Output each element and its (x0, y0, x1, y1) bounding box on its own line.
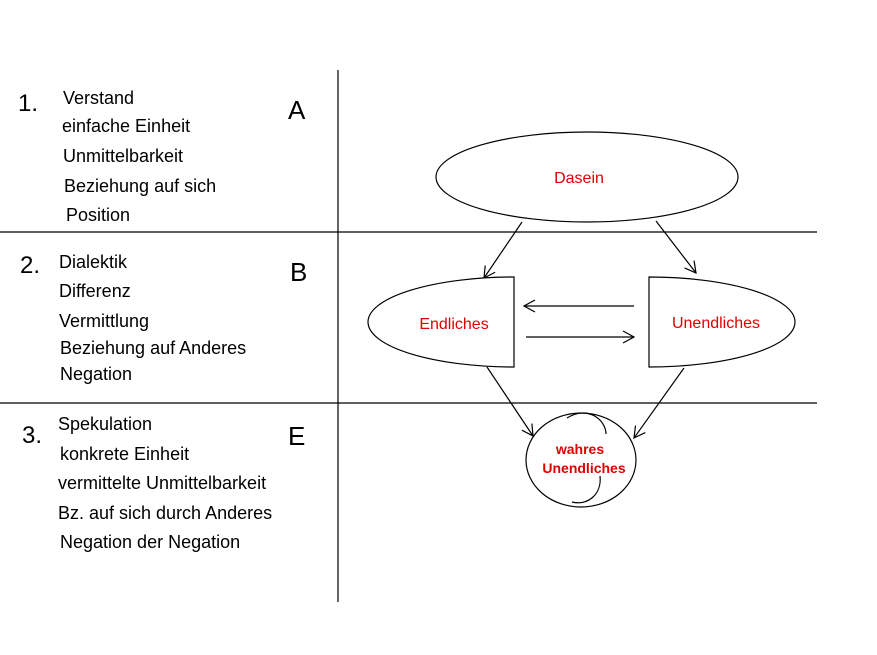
row-number: 3. (22, 422, 43, 449)
row-item: Vermittlung (59, 311, 150, 331)
row-item: Bz. auf sich durch Anderes (58, 503, 273, 523)
row-item: Dialektik (59, 252, 128, 272)
row-number: 1. (18, 90, 39, 117)
row-number: 2. (20, 252, 41, 279)
row-letter: E (288, 421, 306, 451)
row-item: Beziehung auf sich (64, 176, 217, 196)
row-letter: B (290, 257, 308, 287)
row-letter: A (288, 95, 306, 125)
row-item: Beziehung auf Anderes (60, 338, 247, 358)
row-item: Verstand (63, 88, 135, 108)
arrow-dasein-endliches (483, 221, 523, 280)
arrow-unendliches-wahres (633, 367, 685, 440)
dasein-label: Dasein (554, 170, 604, 187)
unendliches-shape (648, 276, 796, 368)
row-item: Unmittelbarkeit (63, 146, 184, 166)
arrow-endliches-wahres (486, 366, 534, 438)
cycle-arc-top (566, 412, 607, 435)
row-item: Position (66, 205, 131, 225)
row-item: einfache Einheit (62, 116, 191, 136)
arrow-dasein-unendliches (655, 220, 697, 274)
row-item: konkrete Einheit (60, 444, 190, 464)
dasein-ellipse (435, 131, 739, 223)
row-item: Negation (60, 364, 133, 384)
cycle-arc-bottom (571, 475, 601, 504)
row-item: vermittelte Unmittelbarkeit (58, 473, 267, 493)
endliches-label: Endliches (419, 316, 488, 333)
wahres-label: wahres (555, 441, 604, 457)
row-item: Differenz (59, 281, 131, 301)
row-item: Spekulation (58, 414, 153, 434)
endliches-shape (367, 276, 515, 368)
wahres-unendliches-label: Unendliches (542, 460, 625, 476)
unendliches-label: Unendliches (672, 315, 760, 332)
row-item: Negation der Negation (60, 532, 241, 552)
